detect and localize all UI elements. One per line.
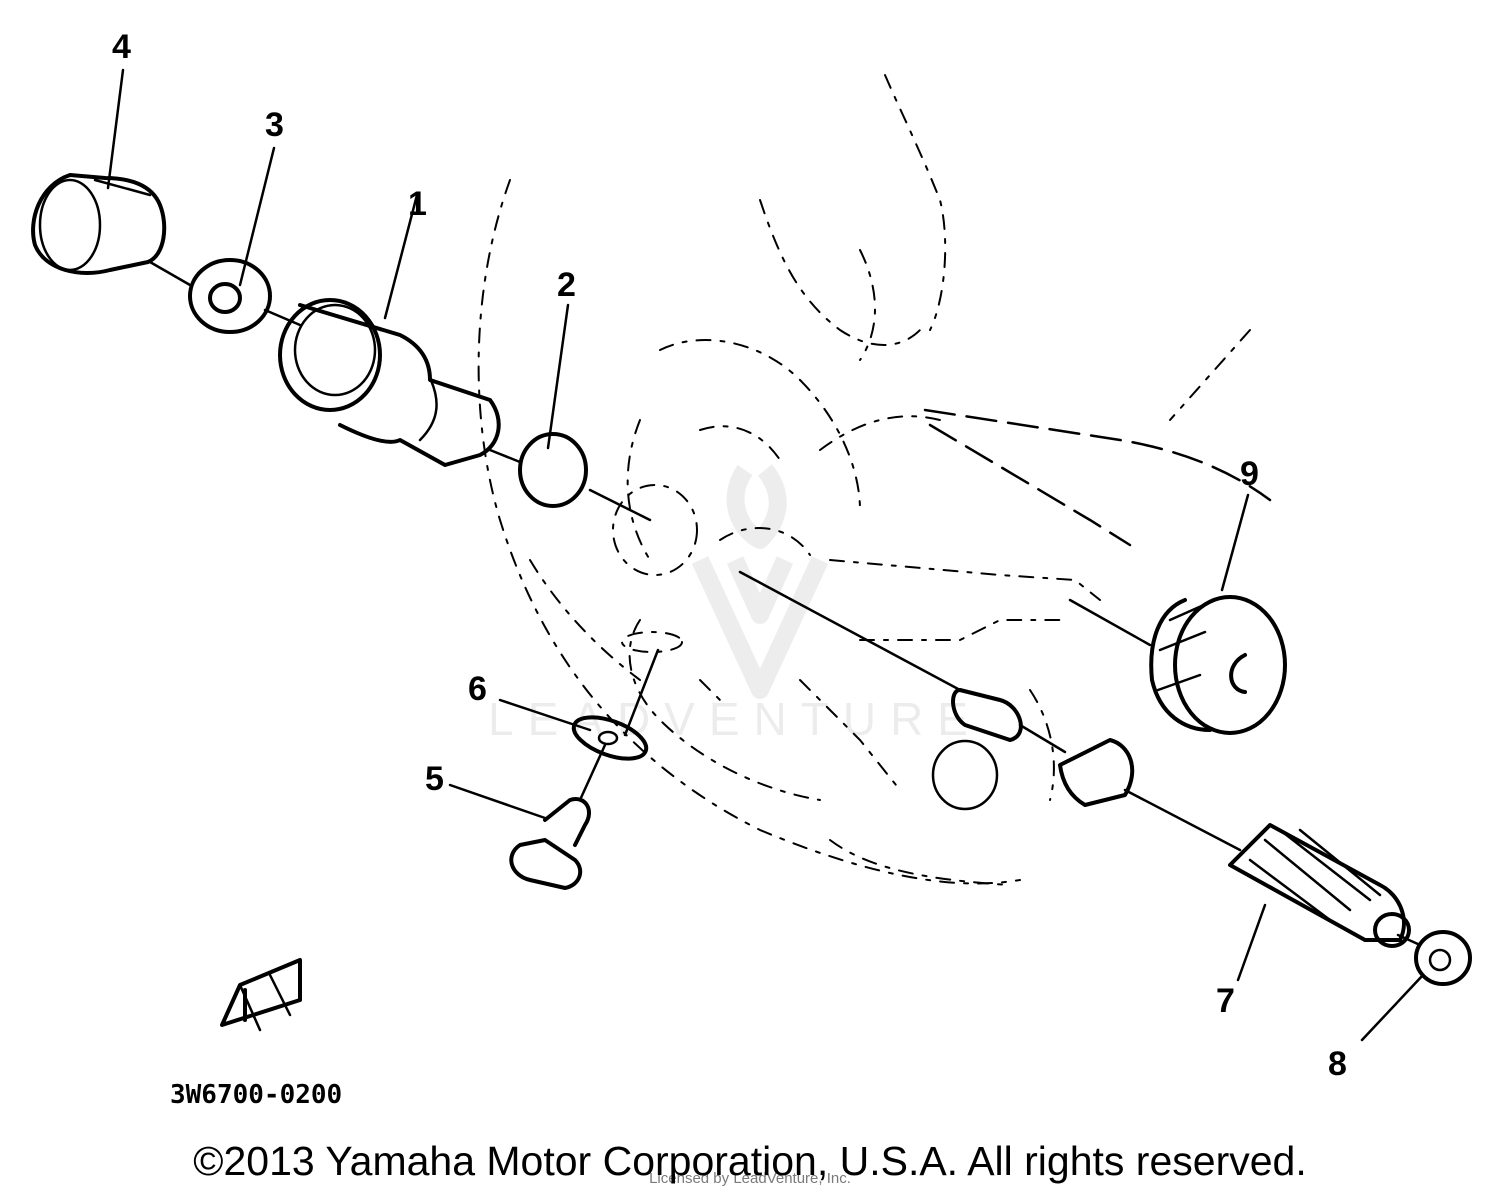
- orientation-marker: [220, 958, 302, 1032]
- part-2-o-ring: [518, 432, 588, 508]
- callout-8: 8: [1328, 1045, 1347, 1083]
- part-3-seal: [188, 258, 272, 334]
- callout-6: 6: [468, 670, 487, 708]
- leader-lines: [106, 68, 1425, 1042]
- copyright-notice: ©2013 Yamaha Motor Corporation, U.S.A. A…: [193, 1138, 1307, 1184]
- part-7-shaft-gear: [951, 688, 1411, 948]
- watermark-text: LEADVENTURE: [488, 693, 982, 745]
- callout-2: 2: [557, 266, 576, 304]
- leadventure-watermark: LEADVENTURE: [488, 464, 982, 745]
- license-notice: Licensed by LeadVenture, Inc.: [649, 1170, 851, 1187]
- part-8-washer: [1414, 930, 1472, 986]
- callout-9: 9: [1240, 455, 1259, 493]
- engine-housing-outline: [477, 74, 1272, 886]
- part-4-cap: [31, 173, 167, 275]
- callout-7: 7: [1216, 982, 1235, 1020]
- callout-5: 5: [425, 760, 444, 798]
- part-1-bushing: [278, 298, 501, 467]
- callout-1: 1: [408, 185, 427, 223]
- callout-4: 4: [112, 28, 131, 66]
- part-9-cover: [1149, 595, 1287, 735]
- callout-3: 3: [265, 106, 284, 144]
- part-5-bolt: [509, 797, 591, 890]
- drawing-code: 3W6700-0200: [170, 1080, 342, 1110]
- assembly-axis-lines: [148, 260, 1422, 947]
